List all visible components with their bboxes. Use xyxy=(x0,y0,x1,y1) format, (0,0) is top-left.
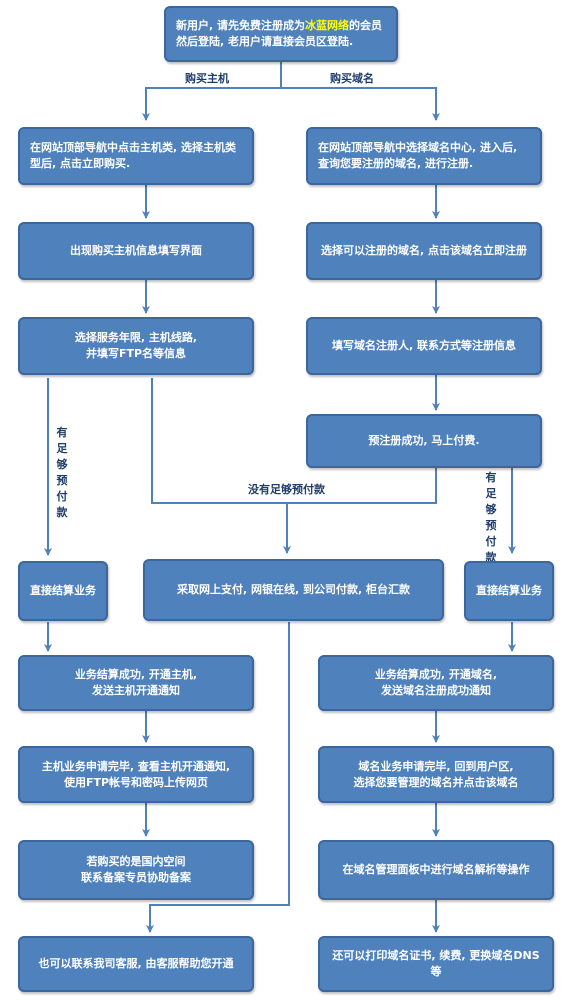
node-domain-manage: 在域名管理面板中进行域名解析等操作 xyxy=(318,840,554,900)
node-host-filing-line1: 若购买的是国内空间 xyxy=(86,855,186,868)
start-text-2: 的会员 xyxy=(349,19,383,32)
node-host-form-text: 出现购买主机信息填写界面 xyxy=(70,244,202,257)
node-payment: 采取网上支付, 网银在线, 到公司付款, 柜台汇款 xyxy=(143,559,444,621)
node-domain-settle: 直接结算业务 xyxy=(464,561,554,621)
node-domain-more: 还可以打印域名证书, 续费, 更换域名DNS等 xyxy=(318,936,554,992)
label-buy-host: 购买主机 xyxy=(185,72,229,85)
node-host-success-line1: 业务结算成功, 开通主机, xyxy=(74,668,198,681)
node-host-settle-text: 直接结算业务 xyxy=(30,584,96,597)
node-domain-apply-done-line1: 域名业务申请完毕, 回到用户区, xyxy=(358,759,514,773)
node-domain-manage-text: 在域名管理面板中进行域名解析等操作 xyxy=(342,863,530,876)
node-host-support: 也可以联系我司客服, 由客服帮助您开通 xyxy=(18,936,254,992)
edge-domain-prereg-pay xyxy=(287,468,437,504)
node-domain-nav-text: 在网站顶部导航中选择域名中心, 进入后, 查询您要注册的域名, 进行注册. xyxy=(318,141,518,170)
start-node: 新用户, 请先免费注册成为冰蓝网络的会员 然后登陆, 老用户请直接会员区登陆. xyxy=(164,6,398,62)
node-domain-fill-text: 填写域名注册人, 联系方式等注册信息 xyxy=(331,339,516,352)
node-payment-text: 采取网上支付, 网银在线, 到公司付款, 柜台汇款 xyxy=(176,583,411,596)
node-domain-settle-text: 直接结算业务 xyxy=(476,584,542,597)
node-host-success-line2: 发送主机开通通知 xyxy=(92,684,180,697)
label-buy-domain: 购买域名 xyxy=(330,72,374,85)
node-host-select: 选择服务年限, 主机线路, 并填写FTP名等信息 xyxy=(18,317,254,375)
node-domain-prereg: 预注册成功, 马上付费. xyxy=(306,414,542,468)
label-not-enough-prepay: 没有足够预付款 xyxy=(248,483,325,496)
start-text-3: 然后登陆, 老用户请直接会员区登陆. xyxy=(176,35,354,48)
edge-host-select-pay xyxy=(151,378,287,504)
edge-split-left xyxy=(142,87,281,121)
node-domain-success-line2: 发送域名注册成功通知 xyxy=(381,684,491,697)
label-enough-prepay-right: 有 足 够 预 付 款 xyxy=(485,471,497,564)
node-host-success: 业务结算成功, 开通主机, 发送主机开通通知 xyxy=(18,655,254,711)
node-domain-select: 选择可以注册的域名, 点击该域名立即注册 xyxy=(306,222,542,280)
node-host-support-text: 也可以联系我司客服, 由客服帮助您开通 xyxy=(38,957,234,970)
edge-pay-to-support xyxy=(146,622,290,933)
node-host-apply-done: 主机业务申请完毕, 查看主机开通通知, 使用FTP帐号和密码上传网页 xyxy=(18,746,254,803)
node-host-apply-done-line1: 主机业务申请完毕, 查看主机开通通知, xyxy=(41,759,231,773)
node-host-settle: 直接结算业务 xyxy=(18,561,108,621)
node-host-filing: 若购买的是国内空间 联系备案专员协助备案 xyxy=(18,840,254,900)
node-host-filing-line2: 联系备案专员协助备案 xyxy=(81,871,191,884)
start-text-1: 新用户, 请先免费注册成为 xyxy=(176,19,306,32)
node-domain-fill: 填写域名注册人, 联系方式等注册信息 xyxy=(306,317,542,375)
node-host-select-line2: 并填写FTP名等信息 xyxy=(85,347,187,360)
node-host-nav: 在网站顶部导航中点击主机类, 选择主机类型后, 点击立即购买. xyxy=(18,127,254,185)
node-domain-apply-done: 域名业务申请完毕, 回到用户区, 选择您要管理的域名并点击该域名 xyxy=(318,746,554,803)
node-host-apply-done-line2: 使用FTP帐号和密码上传网页 xyxy=(63,775,209,789)
node-domain-success-line1: 业务结算成功, 开通域名, xyxy=(374,668,498,681)
node-domain-select-text: 选择可以注册的域名, 点击该域名立即注册 xyxy=(320,244,527,257)
node-domain-nav: 在网站顶部导航中选择域名中心, 进入后, 查询您要注册的域名, 进行注册. xyxy=(306,127,542,185)
label-enough-prepay-left: 有 足 够 预 付 款 xyxy=(56,426,68,519)
node-domain-apply-done-line2: 选择您要管理的域名并点击该域名 xyxy=(353,775,519,789)
edge-split-right xyxy=(281,87,440,121)
node-host-select-line1: 选择服务年限, 主机线路, xyxy=(74,331,198,344)
node-host-nav-text: 在网站顶部导航中点击主机类, 选择主机类型后, 点击立即购买. xyxy=(30,141,237,170)
node-host-form: 出现购买主机信息填写界面 xyxy=(18,222,254,280)
node-domain-prereg-text: 预注册成功, 马上付费. xyxy=(368,434,480,447)
node-domain-more-text: 还可以打印域名证书, 续费, 更换域名DNS等 xyxy=(332,949,540,978)
brand-highlight: 冰蓝网络 xyxy=(305,19,350,32)
node-domain-success: 业务结算成功, 开通域名, 发送域名注册成功通知 xyxy=(318,655,554,711)
